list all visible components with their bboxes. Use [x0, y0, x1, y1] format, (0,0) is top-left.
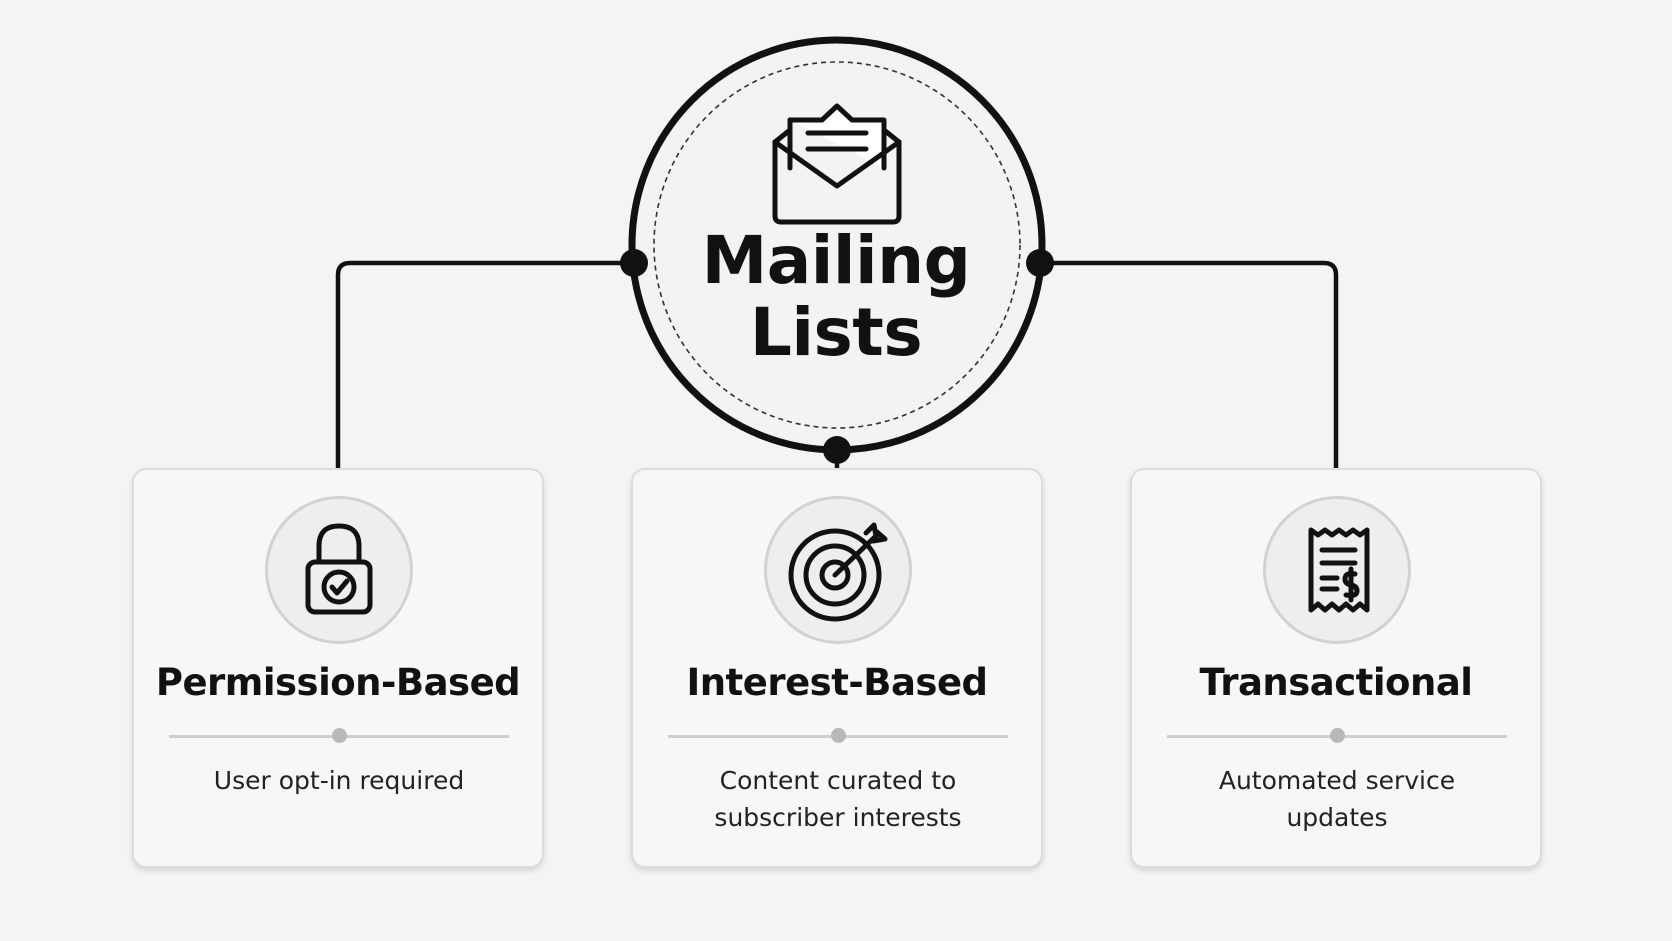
card-description: Automated service updates	[1218, 766, 1456, 832]
card-interest-based: Interest-Based Content curated to subscr…	[631, 468, 1043, 868]
card-permission-based: Permission-Based User opt-in required	[132, 468, 544, 868]
connector-right	[1040, 260, 1339, 470]
hub-title-line2: Lists	[749, 294, 923, 371]
card-icon-badge	[1263, 496, 1411, 644]
card-divider-dot	[831, 728, 846, 743]
hub-title-line1: Mailing	[701, 222, 971, 299]
padlock-check-icon	[305, 523, 373, 615]
card-transactional: Transactional Automated service updates	[1130, 468, 1542, 868]
hub-title: Mailing Lists	[676, 225, 996, 369]
card-description: User opt-in required	[213, 766, 465, 795]
node-right	[1026, 249, 1054, 277]
card-divider-dot	[1330, 728, 1345, 743]
card-title: Permission-Based	[155, 661, 521, 704]
node-left	[620, 249, 648, 277]
hub-ring-inner-dashed	[653, 61, 1021, 429]
target-arrow-icon	[788, 522, 888, 622]
card-divider-dot	[332, 728, 347, 743]
card-icon-badge	[265, 496, 413, 644]
open-envelope-icon	[772, 103, 902, 225]
node-bottom	[823, 436, 851, 464]
card-title: Interest-Based	[686, 661, 988, 704]
connector-left	[335, 260, 634, 470]
card-description: Content curated to subscriber interests	[714, 766, 962, 832]
card-title: Transactional	[1199, 661, 1473, 704]
card-icon-badge	[764, 496, 912, 644]
receipt-dollar-icon	[1308, 527, 1370, 613]
